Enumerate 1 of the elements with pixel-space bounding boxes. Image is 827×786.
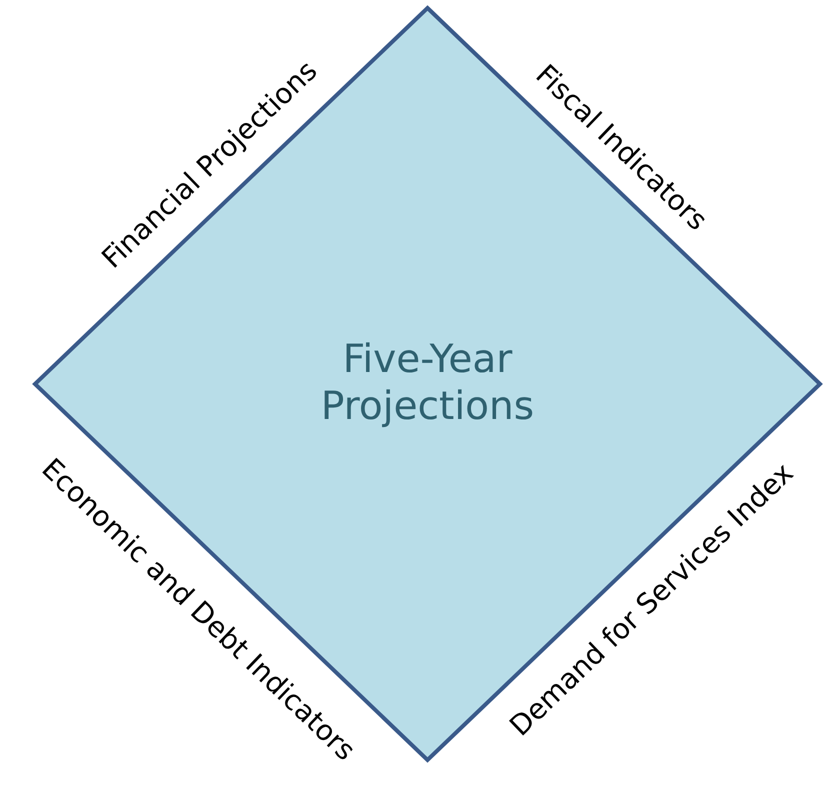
node-title: Five-Year Projections — [320, 337, 536, 431]
